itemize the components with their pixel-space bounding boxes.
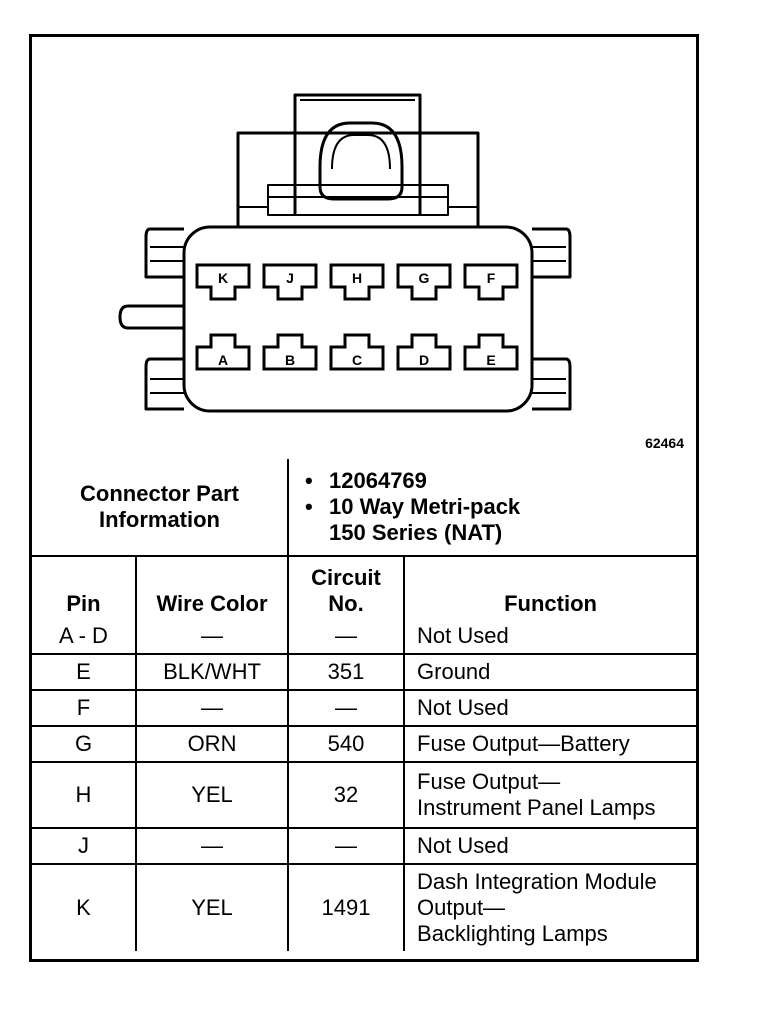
pin-cell: A - D: [32, 619, 137, 655]
pin-cavity-k: K: [195, 263, 251, 301]
pin-label: C: [352, 352, 362, 368]
pin-label: G: [419, 270, 430, 286]
pin-cavity-h: H: [329, 263, 385, 301]
pin-cavities: K J H G F A B C D E: [195, 263, 519, 371]
wire-color-cell: YEL: [134, 761, 290, 829]
pin-cell: F: [32, 689, 137, 727]
left-ear: [144, 227, 184, 279]
pin-label: F: [487, 270, 496, 286]
function-cell: Ground: [403, 653, 697, 691]
pin-label: H: [352, 270, 362, 286]
right-ear: [532, 227, 572, 279]
part-info-values: •12064769 •10 Way Metri-pack 150 Series …: [287, 459, 697, 557]
pin-cavity-a: A: [195, 333, 251, 371]
wire-color-cell: —: [134, 827, 290, 865]
pin-cell: K: [32, 863, 137, 951]
pin-cavity-e: E: [463, 333, 519, 371]
connector-series: 150 Series (NAT): [329, 520, 503, 545]
circuit-cell: 540: [287, 725, 406, 763]
circuit-cell: 351: [287, 653, 406, 691]
circuit-cell: 1491: [287, 863, 406, 951]
wire-color-cell: ORN: [134, 725, 290, 763]
pin-cell: H: [32, 761, 137, 829]
pin-cavity-g: G: [396, 263, 452, 301]
function-header: Function: [403, 555, 697, 619]
function-cell: Fuse Output—Instrument Panel Lamps: [403, 761, 697, 829]
connector-type: 10 Way Metri-pack: [329, 494, 521, 519]
function-cell: Not Used: [403, 689, 697, 727]
pin-cell: G: [32, 725, 137, 763]
table-row: A - D——Not Used: [32, 619, 697, 655]
connector-table: Connector Part Information •12064769 •10…: [32, 459, 697, 951]
circuit-header: Circuit No.: [287, 555, 406, 619]
pin-label: A: [218, 352, 228, 368]
pin-header: Pin: [32, 555, 137, 619]
pin-label: J: [286, 270, 294, 286]
pin-label: K: [218, 270, 228, 286]
wire-color-cell: —: [134, 689, 290, 727]
part-info-row: Connector Part Information •12064769 •10…: [32, 459, 697, 557]
function-cell: Not Used: [403, 619, 697, 655]
pin-cavity-j: J: [262, 263, 318, 301]
pin-cavity-c: C: [329, 333, 385, 371]
wire-color-cell: YEL: [134, 863, 290, 951]
connector-shell: [236, 131, 480, 230]
figure-number: 62464: [645, 435, 684, 451]
wire-color-cell: BLK/WHT: [134, 653, 290, 691]
header-row: Pin Wire Color Circuit No. Function: [32, 555, 697, 619]
pin-cavity-b: B: [262, 333, 318, 371]
table-row: F——Not Used: [32, 689, 697, 727]
table-row: J——Not Used: [32, 827, 697, 865]
connector-diagram: K J H G F A B C D E: [118, 93, 572, 413]
circuit-cell: —: [287, 619, 406, 655]
circuit-cell: 32: [287, 761, 406, 829]
pin-cavity-f: F: [463, 263, 519, 301]
pin-label: B: [285, 352, 295, 368]
connector-face: [182, 225, 534, 413]
wire-color-cell: —: [134, 619, 290, 655]
circuit-cell: —: [287, 689, 406, 727]
function-cell: Not Used: [403, 827, 697, 865]
pin-cavity-d: D: [396, 333, 452, 371]
wire-color-header: Wire Color: [134, 555, 290, 619]
pin-label: D: [419, 352, 429, 368]
connector-latch: [293, 93, 422, 215]
function-cell: Fuse Output—Battery: [403, 725, 697, 763]
pin-label: E: [486, 352, 495, 368]
part-number: 12064769: [329, 468, 427, 493]
circuit-cell: —: [287, 827, 406, 865]
part-info-label: Connector Part Information: [32, 459, 290, 557]
pin-cell: J: [32, 827, 137, 865]
pin-cell: E: [32, 653, 137, 691]
